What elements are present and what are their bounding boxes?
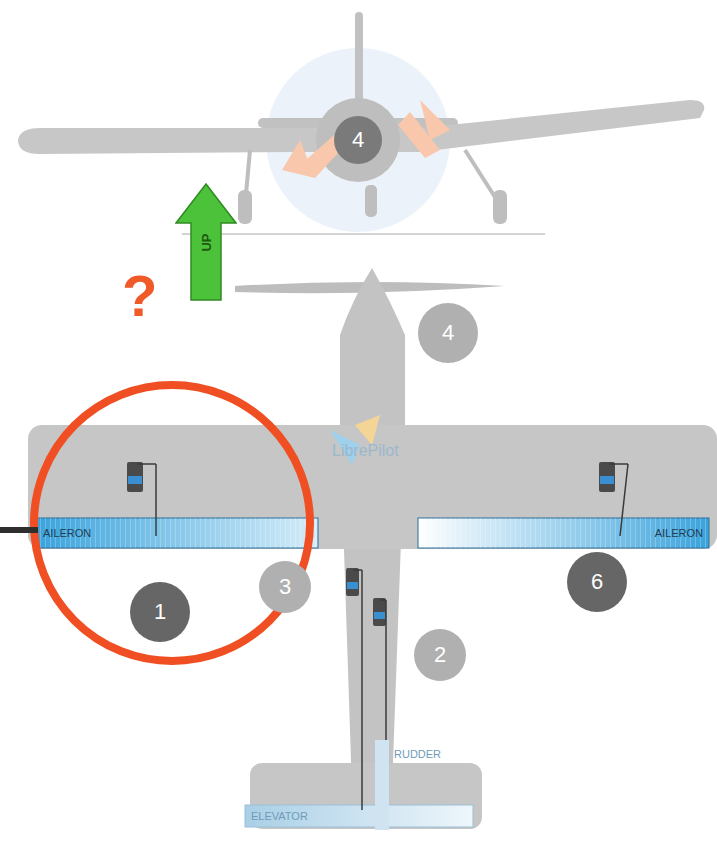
callout-number: 1 xyxy=(130,582,190,642)
callout-number: 3 xyxy=(259,561,311,613)
node-text: RUDDER xyxy=(394,748,441,760)
node-text: 6 xyxy=(591,569,603,595)
node-text: 4 xyxy=(442,320,454,346)
node-text: AILERON xyxy=(655,527,703,539)
up-arrow: UP xyxy=(175,183,237,301)
node-text: AILERON xyxy=(43,527,91,539)
callout-number: 2 xyxy=(414,629,466,681)
question-mark: ? xyxy=(122,262,157,329)
callout-number: 4 xyxy=(334,116,382,164)
node-text: 4 xyxy=(352,127,364,153)
elevator-label: ELEVATOR xyxy=(245,807,345,825)
node-text: 2 xyxy=(434,642,446,668)
node-text: 1 xyxy=(154,599,166,625)
callout-ring xyxy=(34,385,310,661)
aileron-surface: AILERON xyxy=(418,518,709,548)
node-text: ELEVATOR xyxy=(251,810,308,822)
front-view xyxy=(18,12,704,234)
callout-number: 6 xyxy=(567,552,627,612)
leader-line xyxy=(0,527,38,533)
watermark: LibrePilot xyxy=(332,442,399,460)
node-text: UP xyxy=(199,233,214,251)
top-view xyxy=(28,268,717,830)
aileron-surface: AILERON xyxy=(37,518,318,548)
rudder-label: RUDDER xyxy=(388,745,458,763)
node-text: 3 xyxy=(279,574,291,600)
callout-number: 4 xyxy=(418,303,478,363)
